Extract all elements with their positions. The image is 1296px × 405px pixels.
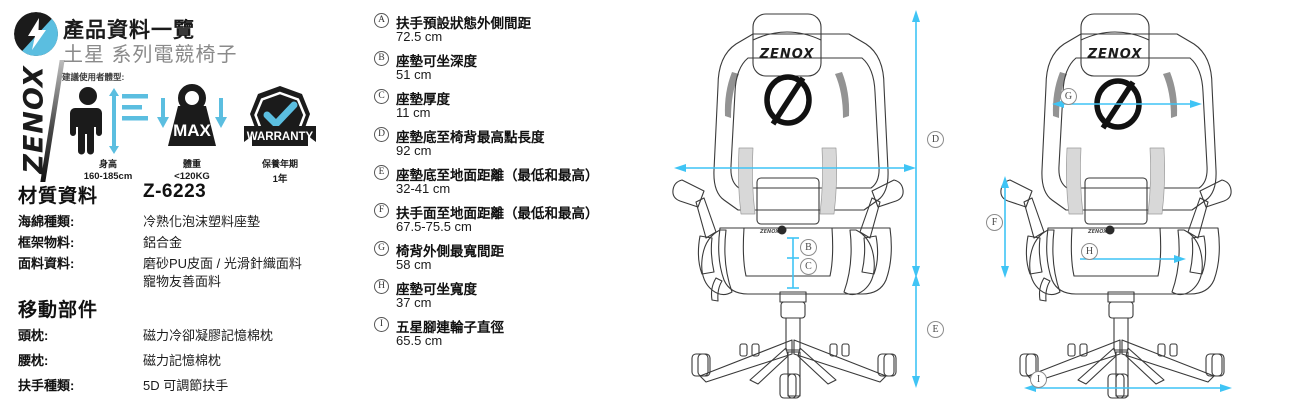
height-caption: 身高 <box>98 159 117 169</box>
zenox-circle-bolt-logo-icon <box>14 12 58 56</box>
spec-key-lumbar: 腰枕: <box>18 353 49 368</box>
zenox-circle-slash-emblem <box>764 74 812 126</box>
moving-parts-section-title: 移動部件 <box>18 300 99 321</box>
dimension-badge-h: H <box>374 279 389 294</box>
left-info-panel: ZENOX 產品資料一覽 土星 系列電競椅子 建議使用者體型: <box>0 0 366 405</box>
dimension-name-e: 座墊底至地面距離（最低和最高） <box>396 168 599 183</box>
dimension-line-c <box>787 258 799 289</box>
dimension-value-a: 72.5 cm <box>396 29 443 44</box>
dimension-badge-i: I <box>374 317 389 332</box>
dimension-badge-d: D <box>374 127 389 142</box>
warranty-shield-icon: WARRANTY <box>232 84 328 158</box>
seat-zenox-text: ZENOX <box>1087 229 1108 235</box>
dimension-name-h: 座墊可坐寬度 <box>396 282 477 297</box>
marker-badge-h: H <box>1081 243 1098 260</box>
spec-value-fabric2: 寵物友善面料 <box>143 274 222 289</box>
marker-badge-b: B <box>800 239 817 256</box>
dimension-name-i: 五星腳連輪子直徑 <box>396 320 504 335</box>
dimension-name-b: 座墊可坐深度 <box>396 54 477 69</box>
weight-max-text: MAX <box>173 121 211 140</box>
dimension-badge-b: B <box>374 51 389 66</box>
headrest-zenox-text: ZENOX <box>1087 47 1143 62</box>
seat-emblem-dot <box>777 225 787 235</box>
dimension-name-f: 扶手面至地面距離（最低和最高） <box>396 206 599 221</box>
height-spec-block: 身高 160-185cm <box>62 84 154 182</box>
spec-value-frame: 鋁合金 <box>143 235 183 250</box>
spec-key-frame: 框架物料: <box>18 235 75 250</box>
page-subtitle: 土星 系列電競椅子 <box>63 44 238 66</box>
lightning-bolt-icon <box>28 18 46 50</box>
model-number: Z-6223 <box>143 181 207 202</box>
dimension-value-i: 65.5 cm <box>396 333 443 348</box>
dimension-value-f: 67.5-75.5 cm <box>396 219 472 234</box>
weight-value: <120KG <box>174 171 210 182</box>
marker-badge-d: D <box>927 131 944 148</box>
warranty-spec-block: WARRANTY 保養年期 1年 <box>232 84 328 185</box>
body-type-label: 建議使用者體型: <box>62 72 125 82</box>
spec-key-fabric: 面料資料: <box>18 256 75 271</box>
spec-value-headrest: 磁力冷卻凝膠記憶棉枕 <box>143 328 274 343</box>
marker-badge-f: F <box>986 214 1003 231</box>
chair-front-view-right: ZENOX ZENOX <box>968 0 1296 405</box>
weight-spec-block: MAX 體重 <120KG <box>156 84 228 182</box>
zenox-vertical-wordmark: ZENOX <box>6 58 65 184</box>
weight-caption: 體重 <box>182 159 201 169</box>
dimension-value-e: 32-41 cm <box>396 181 451 196</box>
dimension-value-d: 92 cm <box>396 143 432 158</box>
marker-badge-e: E <box>927 321 944 338</box>
marker-badge-g: G <box>1060 88 1077 105</box>
spec-key-foam: 海綿種類: <box>18 214 75 229</box>
dimension-badge-f: F <box>374 203 389 218</box>
zenox-wordmark-text: ZENOX <box>18 65 50 174</box>
dimension-line-b <box>787 237 799 259</box>
dimension-name-c: 座墊厚度 <box>396 92 450 107</box>
weight-max-icon: MAX <box>156 84 228 158</box>
spec-key-armrest: 扶手種類: <box>18 378 75 393</box>
warranty-badge-text: WARRANTY <box>247 131 314 143</box>
chair-front-view-left: ZENOX ZENOX <box>640 0 970 405</box>
dimension-badge-c: C <box>374 89 389 104</box>
warranty-caption: 保養年期 <box>261 159 298 169</box>
dimension-badge-a: A <box>374 13 389 28</box>
warranty-value: 1年 <box>272 174 288 185</box>
spec-value-lumbar: 磁力記憶棉枕 <box>143 353 222 368</box>
dimension-name-d: 座墊底至椅背最高點長度 <box>396 130 545 145</box>
dimension-legend-list: A 扶手預設狀態外側間距 72.5 cm B 座墊可坐深度 51 cm C 座墊… <box>372 0 622 405</box>
spec-value-armrest: 5D 可調節扶手 <box>143 378 229 393</box>
spec-key-headrest: 頭枕: <box>18 328 49 343</box>
height-value: 160-185cm <box>83 171 133 182</box>
dimension-value-g: 58 cm <box>396 257 432 272</box>
dimension-name-a: 扶手預設狀態外側間距 <box>396 16 531 31</box>
person-height-icon <box>62 84 154 158</box>
marker-badge-i: I <box>1030 371 1047 388</box>
dimension-badge-e: E <box>374 165 389 180</box>
spec-value-foam: 冷熟化泡沫塑料座墊 <box>143 214 261 229</box>
dimension-name-g: 椅背外側最寬間距 <box>396 244 504 259</box>
marker-badge-c: C <box>800 258 817 275</box>
dimension-value-b: 51 cm <box>396 67 432 82</box>
materials-section-title: 材質資料 <box>18 186 99 207</box>
dimension-value-h: 37 cm <box>396 295 432 310</box>
page-title: 產品資料一覽 <box>63 19 195 42</box>
headrest-zenox-text: ZENOX <box>759 47 815 62</box>
dimension-value-c: 11 cm <box>396 105 431 120</box>
seat-zenox-text: ZENOX <box>759 229 780 235</box>
spec-value-fabric: 磨砂PU皮面 / 光滑針織面料 <box>143 256 302 271</box>
dimension-badge-g: G <box>374 241 389 256</box>
seat-emblem-dot <box>1105 225 1115 235</box>
